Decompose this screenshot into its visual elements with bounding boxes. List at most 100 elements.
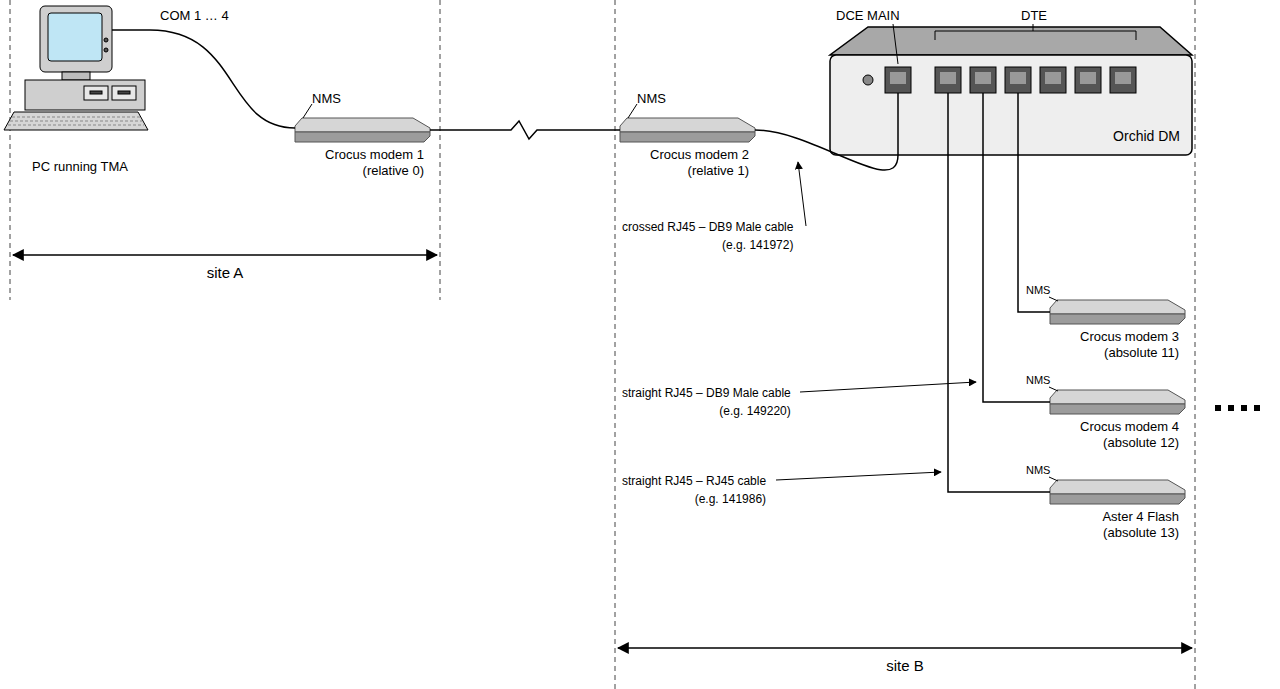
modem-illustration [620,118,755,142]
site-arrow [13,254,437,256]
site-arrow [13,255,1192,648]
orchid-device [830,27,1192,155]
node-label: Crocus modem 2 (relative 1) [631,147,749,178]
orchid-device [890,72,1131,84]
leader-line [1049,297,1058,301]
callout-label: (e.g. 149220) [719,404,790,418]
cable [948,155,1050,492]
leader-line [893,24,898,64]
orchid-device [1045,72,1061,84]
modem-illustration [295,118,430,142]
node-label: Orchid DM [1113,128,1180,145]
pc-illustration [112,29,150,31]
orchid-device [830,27,1192,55]
callout-label: NMS [637,91,666,107]
orchid-device [970,67,996,93]
orchid-device [1010,72,1026,84]
orchid-device [1110,67,1136,93]
callout-label: (e.g. 141972) [722,238,793,252]
pc-illustration [4,6,150,130]
modem-illustration [1050,300,1185,324]
site-arrow [618,647,1192,649]
orchid-device [1115,72,1131,84]
callout-label: COM 1 … 4 [160,8,229,24]
modem-illustration [1050,390,1185,414]
continuation-dots [1215,405,1221,411]
orchid-device [863,75,873,85]
cable-stub [982,93,984,155]
continuation-dots [1241,405,1247,411]
dte-bracket [935,24,1136,40]
orchid-device [1075,67,1101,93]
pc-illustration [62,72,90,80]
pc-illustration [90,91,102,94]
orchid-device [940,72,956,84]
pc-illustration [112,86,136,100]
node-label: Crocus modem 4 (absolute 12) [1061,419,1179,450]
cable-stub [947,93,949,155]
leader-line [628,104,637,118]
pc-illustration [118,91,130,94]
callout-label: crossed RJ45 – DB9 Male cable [622,220,793,234]
pc-illustration [104,48,108,52]
leader-line [1049,387,1058,391]
orchid-device [890,72,906,84]
orchid-device [1005,67,1031,93]
modem-illustration [295,118,1185,504]
callout-label: straight RJ45 – DB9 Male cable [622,386,791,400]
site-divider [1195,0,1196,689]
computer: PC running TMA [10,5,150,177]
modem: Crocus modem 4 (absolute 12) [1050,390,1185,451]
node-label: Aster 4 Flash (absolute 13) [1061,509,1179,540]
orchid-device [935,67,961,93]
pc-illustration [8,117,144,125]
callout-label: (e.g. 141986) [695,492,766,506]
leader-line [303,24,1058,481]
orchid-device [885,67,911,93]
modem-illustration [1050,480,1185,504]
pc-illustration [48,13,102,61]
callout-label: straight RJ45 – RJ45 cable [622,474,766,488]
site-divider [10,0,1195,689]
node-label: PC running TMA [32,159,128,175]
cable [983,155,1050,402]
cable [150,30,295,128]
orchid-device [1040,67,1066,93]
callout-label: NMS [1026,284,1050,297]
pc-illustration [104,38,108,42]
site-label: site A [207,264,244,282]
leader-line [798,162,806,226]
orchid-device [1080,72,1096,84]
leader-line [776,472,941,480]
callout-label: DCE MAIN [836,8,900,24]
modem: Crocus modem 3 (absolute 11) [1050,300,1185,361]
cable [755,130,898,170]
leader-line [1049,477,1058,481]
node-label: Crocus modem 1 (relative 0) [306,147,424,178]
continuation-dots [1215,405,1260,411]
cable-stub [897,93,899,155]
continuation-dots [1228,405,1234,411]
site-divider [615,0,616,689]
orchid-device [885,67,1136,93]
orchid-device [975,72,991,84]
pc-illustration [84,86,108,100]
callout-label: NMS [1026,464,1050,477]
continuation-dots [1254,405,1260,411]
pc-illustration [25,80,145,110]
site-label: site B [886,657,924,675]
callout-label: NMS [312,91,341,107]
pc-illustration [4,112,148,130]
callout-label: DTE [1021,8,1047,24]
modem: Crocus modem 1 (relative 0) [295,118,430,179]
cable [1018,155,1050,312]
aster-device: Aster 4 Flash (absolute 13) [1050,480,1185,541]
orchid-device: Orchid DM [830,5,1192,155]
dte-bracket [935,31,1136,40]
site-divider [10,0,11,300]
site-divider [440,0,441,300]
leader-line [800,382,976,392]
node-label: Crocus modem 3 (absolute 11) [1061,329,1179,360]
cable-stub [898,93,1018,155]
pc-illustration [40,6,112,72]
